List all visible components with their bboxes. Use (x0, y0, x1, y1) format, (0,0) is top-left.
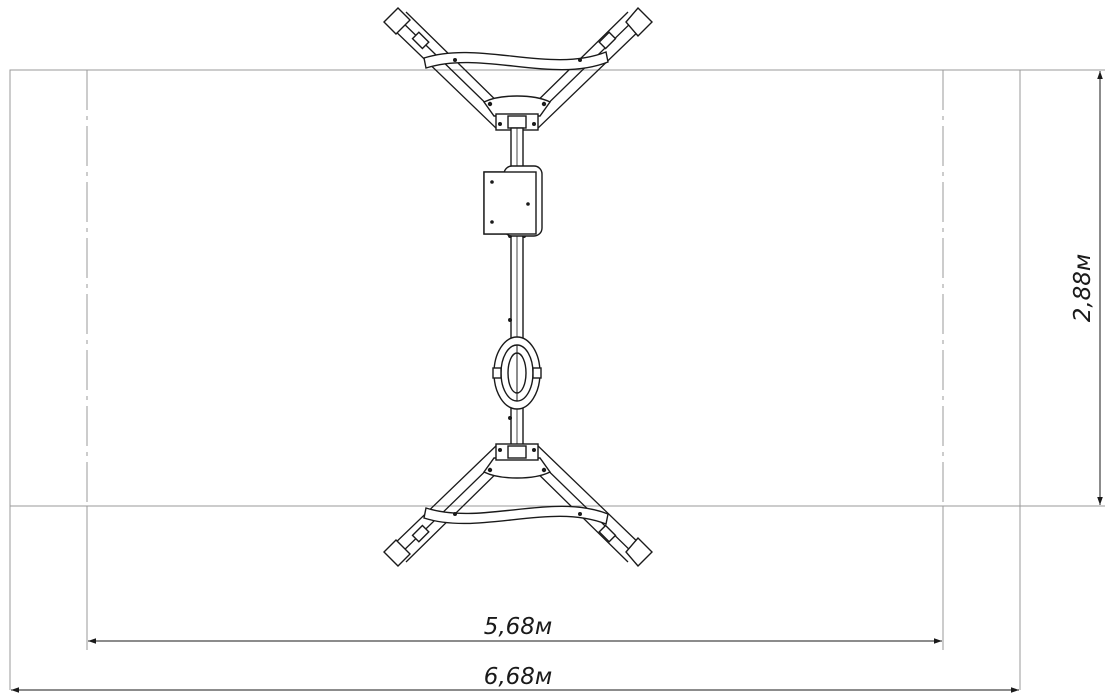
flat-seat (483, 165, 543, 237)
cradle-seat (492, 336, 542, 410)
dimension-label-depth: 2,88м (1070, 254, 1096, 323)
safety-zone-outer (9, 69, 1021, 507)
top-left-leg-cap (383, 7, 411, 35)
dimension-label-total-width: 6,68м (484, 664, 553, 690)
top-crossbar (423, 51, 609, 71)
dimension-total-width: 6,68м (11, 664, 1019, 693)
top-center-plate (482, 95, 552, 117)
bottom-right-leg-cap (625, 536, 653, 568)
safety-zone (9, 69, 1105, 690)
bottom-center-plate (482, 457, 552, 479)
bottom-left-leg-cap (383, 539, 411, 567)
top-a-frame (383, 6, 653, 131)
dimension-depth: 2,88м (1070, 71, 1103, 505)
bottom-crossbar (423, 505, 609, 525)
top-right-leg-cap (625, 6, 653, 38)
dimension-equipment-width: 5,68м (88, 614, 942, 644)
dimension-label-equipment-width: 5,68м (484, 614, 553, 640)
bottom-a-frame (383, 443, 653, 568)
